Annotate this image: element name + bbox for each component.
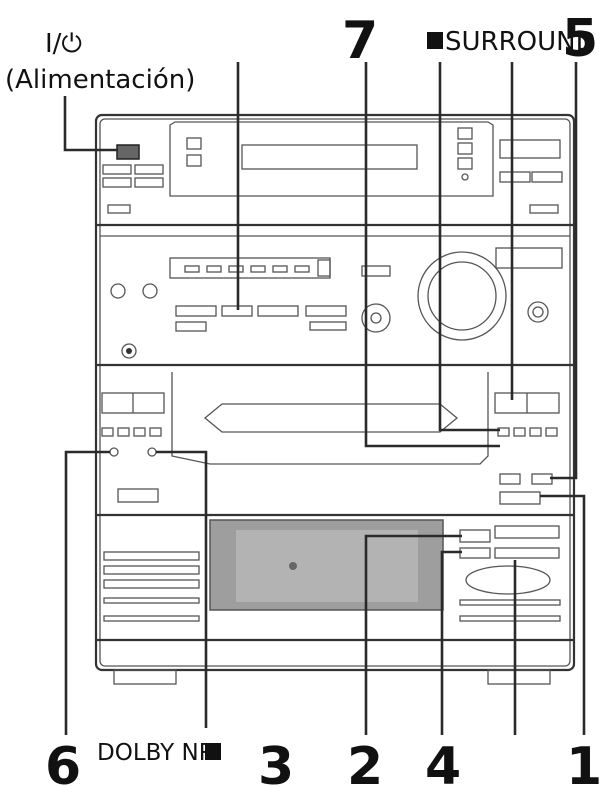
callout-line-power [63, 96, 118, 152]
callout-number-2: 2 [347, 737, 383, 787]
surround-label: SURROUND [427, 27, 596, 57]
callout-number-1: 1 [566, 737, 602, 787]
callout-line-4 [440, 550, 462, 735]
callout-line-7 [364, 62, 500, 448]
surround-text: SURROUND [445, 27, 596, 57]
right-foot [487, 669, 551, 685]
unit-body [94, 113, 576, 672]
left-foot [113, 669, 177, 685]
volume-jog-wheel[interactable] [361, 303, 391, 333]
power-caption-label: (Alimentación) [5, 65, 195, 95]
tape-section [96, 372, 574, 517]
callout-number-3: 3 [258, 737, 294, 787]
callout-line-1 [540, 494, 586, 735]
stereo-unit [94, 113, 576, 685]
dolby-square-icon [205, 743, 221, 760]
callout-number-4: 4 [425, 737, 461, 787]
top-section [96, 121, 574, 227]
callout-line-2 [364, 534, 462, 735]
bottom-section [96, 519, 574, 685]
display-window [241, 144, 418, 170]
record-button[interactable] [499, 491, 541, 505]
callout-line-surround [438, 62, 500, 432]
callout-line-5 [550, 62, 578, 480]
surround-square-icon [427, 32, 443, 49]
callout-line-6 [64, 450, 110, 735]
power-button[interactable] [116, 144, 140, 160]
middle-section [96, 235, 574, 367]
callout-number-5: 5 [562, 9, 598, 69]
callout-number-6: 6 [45, 737, 81, 787]
dolby-nr-label: DOLBY NR [97, 740, 215, 766]
volume-knob[interactable] [417, 251, 507, 341]
power-symbol-label: I/⏻ [45, 29, 82, 59]
callout-line-dolby [156, 450, 208, 728]
callout-lines [63, 62, 586, 735]
control-dial[interactable] [465, 565, 551, 595]
callout-number-7: 7 [342, 11, 378, 71]
surround-button[interactable] [531, 473, 553, 485]
